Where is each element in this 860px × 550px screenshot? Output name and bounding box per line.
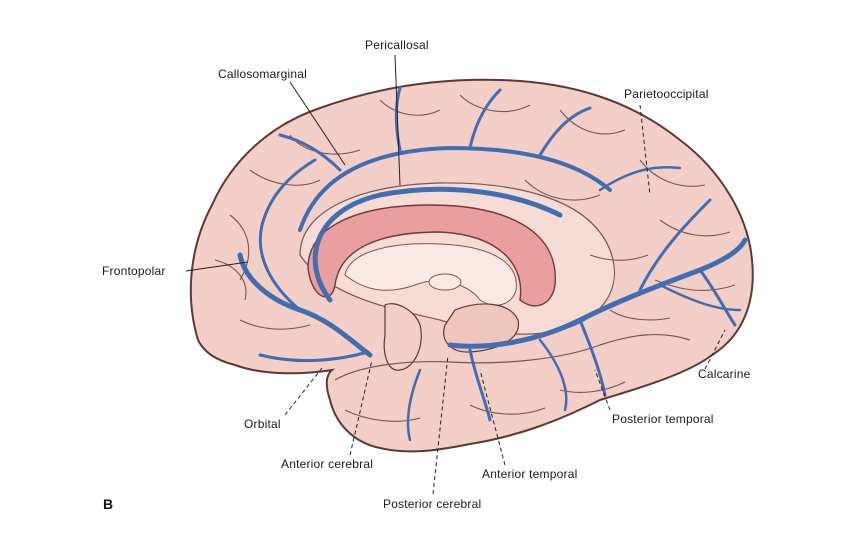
label-pericallosal: Pericallosal [365, 38, 429, 52]
corpus-callosum [307, 204, 556, 307]
label-posterior-temporal: Posterior temporal [612, 412, 714, 426]
callosomarginal-vein [298, 145, 612, 232]
label-posterior-cerebral: Posterior cerebral [383, 497, 482, 511]
temporal-lobe [334, 333, 691, 381]
parietooccipital-vein [638, 198, 712, 292]
leader-lines [185, 54, 726, 495]
orbital-vein [258, 350, 370, 363]
posterior-temporal-vein [578, 318, 607, 397]
thalamus-region [344, 243, 517, 306]
hypothalamus [383, 303, 422, 371]
label-anterior-temporal: Anterior temporal [482, 467, 578, 481]
anterior-temporal-vein [468, 348, 492, 422]
pericallosal-vein [312, 186, 563, 303]
calcarine-vein [698, 268, 737, 327]
posterior-cerebral-vein [447, 237, 748, 349]
label-anterior-cerebral: Anterior cerebral [281, 457, 374, 471]
label-calcarine: Calcarine [698, 367, 751, 381]
panel-letter: B [103, 496, 114, 512]
label-parietooccipital: Parietooccipital [624, 87, 709, 101]
label-orbital: Orbital [244, 417, 281, 431]
veins [237, 86, 748, 442]
frontopolar-vein [258, 158, 317, 312]
interthalamic-adhesion [428, 273, 462, 291]
label-callosomarginal: Callosomarginal [218, 67, 308, 81]
label-frontopolar: Frontopolar [102, 264, 166, 278]
